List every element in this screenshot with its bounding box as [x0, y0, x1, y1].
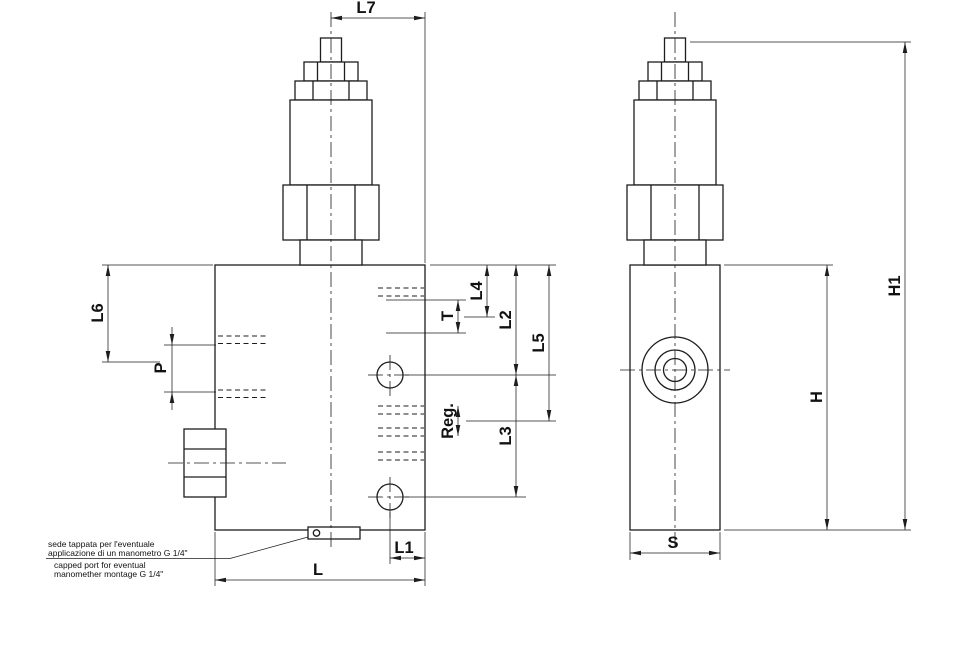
front-dimensions: L7 L6 P L4 T: [89, 0, 556, 586]
note-leader-line: [229, 536, 309, 559]
dim-label-l7: L7: [356, 0, 375, 17]
note-it-line1: sede tappata per l'eventuale: [48, 539, 155, 549]
front-centerlines: [168, 12, 332, 550]
front-bottom-capped-port: [307, 526, 361, 540]
dim-label-l3: L3: [497, 426, 515, 445]
dim-label-t: T: [439, 311, 457, 321]
front-view: [168, 12, 426, 550]
note-it-line2: applicazione di un manometro G 1/4": [48, 548, 188, 558]
dimension-h1: H1: [690, 41, 911, 531]
dim-label-l4: L4: [468, 281, 486, 301]
dimension-l1: L1: [389, 512, 426, 586]
dim-label-l: L: [313, 561, 323, 579]
front-port-circles: [368, 355, 412, 519]
note-en-line1: capped port for eventual: [54, 560, 146, 570]
front-hidden-port-lines: [218, 287, 424, 461]
dimension-l2: L2: [405, 265, 556, 376]
dimension-l3: L3: [405, 375, 526, 498]
dim-label-h1: H1: [886, 275, 904, 296]
dimension-l5: L5: [466, 265, 556, 422]
dimension-l: L: [214, 532, 425, 586]
dim-label-reg: Reg.: [439, 403, 457, 439]
dim-label-s: S: [667, 534, 678, 552]
side-view: [620, 12, 730, 550]
dim-label-l5: L5: [530, 333, 548, 352]
note-en-line2: manomether montage G 1/4": [54, 569, 163, 579]
dim-label-l1: L1: [394, 539, 413, 557]
dimension-l6: L6: [89, 264, 213, 363]
dim-label-l6: L6: [89, 303, 107, 322]
notes: sede tappata per l'eventuale applicazion…: [46, 536, 309, 579]
dim-label-h: H: [808, 391, 826, 403]
dimension-h: H: [724, 264, 833, 530]
side-dimensions: H1 H S: [629, 41, 911, 560]
dimension-t: T: [386, 299, 466, 334]
dimension-p: P: [152, 327, 216, 410]
dimension-s: S: [629, 532, 721, 560]
dim-label-l2: L2: [497, 310, 515, 329]
dimension-l4: L4: [430, 264, 556, 318]
dimension-l7: L7: [331, 0, 426, 263]
dim-label-p: P: [152, 362, 170, 373]
dimension-reg: Reg.: [439, 403, 461, 439]
